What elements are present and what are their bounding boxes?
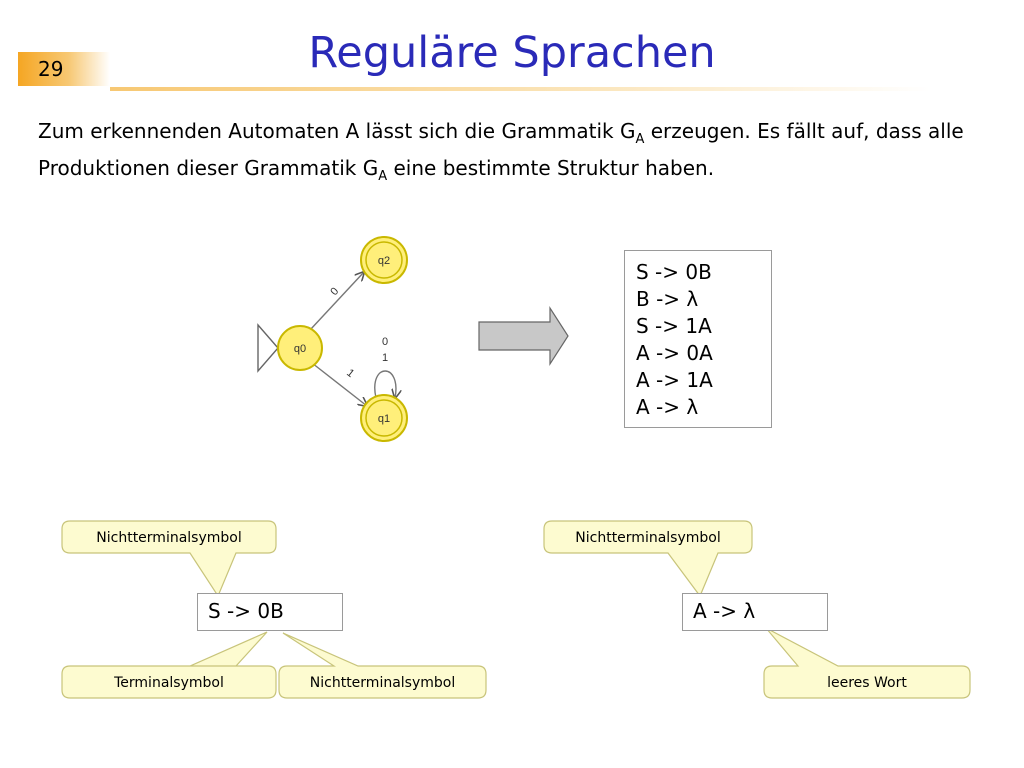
label-loop-1: 1: [382, 352, 388, 364]
state-q1: q1: [360, 394, 408, 442]
slide-title: Reguläre Sprachen: [308, 28, 716, 78]
production-example-left: S -> 0B: [197, 593, 343, 631]
intro-line2-sub: A: [378, 169, 388, 184]
state-q2-label: q2: [378, 255, 390, 267]
production-left-text: S -> 0B: [208, 599, 284, 623]
transition-q1-loop: [374, 370, 396, 398]
production-right-text: A -> λ: [693, 599, 756, 623]
grammar-box: S -> 0B B -> λ S -> 1A A -> 0A A -> 1A A…: [624, 250, 772, 428]
grammar-rule: S -> 1A: [636, 314, 712, 338]
callout-right-top: [543, 520, 753, 598]
callout-right-top-label: Nichtterminalsymbol: [575, 530, 721, 546]
grammar-rule: A -> λ: [636, 395, 699, 419]
callout-right-bottom: [763, 627, 971, 699]
production-example-right: A -> λ: [682, 593, 828, 631]
state-q2: q2: [360, 236, 408, 284]
callout-left-bottom-right: [278, 632, 487, 699]
transition-q0-q1: [311, 362, 367, 406]
slide-number-badge: 29: [18, 52, 110, 86]
grammar-rule: B -> λ: [636, 287, 699, 311]
grammar-rule: S -> 0B: [636, 260, 712, 284]
label-q0-q1: 1: [344, 367, 356, 380]
callout-left-top: [61, 520, 277, 598]
callout-left-bottom-left-label: Terminalsymbol: [114, 675, 224, 691]
intro-line2-post: eine bestimmte Struktur haben.: [387, 156, 715, 180]
conversion-arrow: [478, 305, 569, 367]
state-q0-label: q0: [294, 343, 306, 355]
intro-line1-pre: Zum erkennenden Automaten A lässt sich d…: [38, 119, 636, 143]
intro-paragraph: Zum erkennenden Automaten A lässt sich d…: [38, 117, 988, 191]
callout-left-bottom-left: [61, 631, 277, 699]
label-loop-0: 0: [382, 336, 388, 348]
title-underline: [110, 87, 930, 91]
callout-left-top-label: Nichtterminalsymbol: [96, 530, 242, 546]
callout-left-bottom-right-label: Nichtterminalsymbol: [309, 675, 456, 691]
intro-line1-sub: A: [635, 132, 645, 147]
grammar-rule: A -> 1A: [636, 368, 713, 392]
slide-number: 29: [38, 57, 64, 81]
transition-q0-q2: [309, 272, 364, 331]
intro-line1-post: erzeugen. Es fällt auf, dass alle: [644, 119, 964, 143]
label-q0-q2: 0: [328, 285, 341, 298]
state-q0: q0: [277, 325, 323, 371]
grammar-rule: A -> 0A: [636, 341, 713, 365]
state-q1-label: q1: [378, 413, 390, 425]
initial-state-marker: [257, 323, 279, 373]
intro-line2-pre: Produktionen dieser Grammatik G: [38, 156, 379, 180]
callout-right-bottom-label: leeres Wort: [827, 675, 907, 691]
